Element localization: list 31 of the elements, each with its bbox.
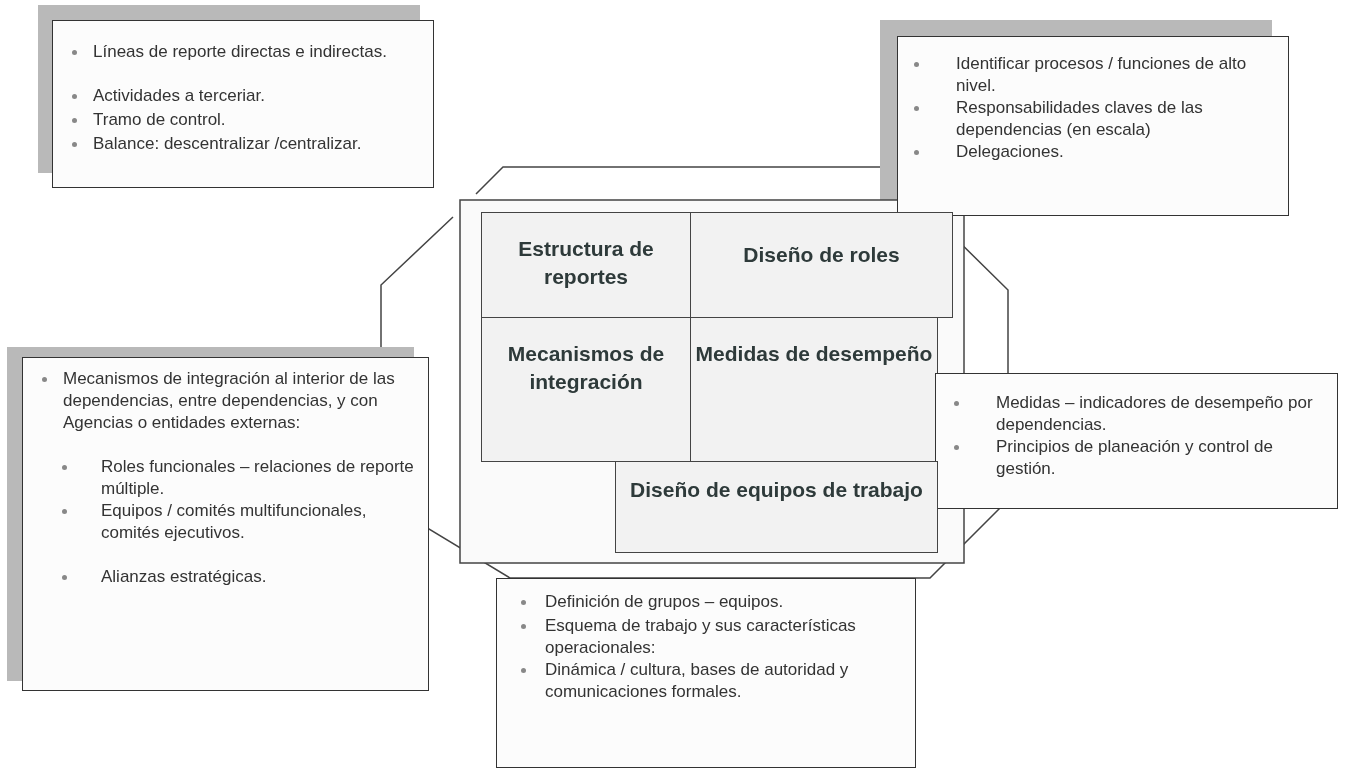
bullet-item: Delegaciones. bbox=[914, 141, 1274, 163]
category-cell bbox=[481, 212, 691, 318]
bullet-item: Esquema de trabajo y sus características operacionales: bbox=[521, 615, 900, 659]
callout-box bbox=[22, 357, 429, 691]
bullet-item: Líneas de reporte directas e indirectas. bbox=[72, 41, 393, 63]
bullet-item: Actividades a terceriar. bbox=[72, 85, 393, 107]
bullet-item: Mecanismos de integración al interior de las dependencias, entre dependencias, y con Agencias o entidades externas: bbox=[42, 368, 429, 434]
bullet-item: Equipos / comités multifuncionales, comités ejecutivos. bbox=[62, 500, 421, 544]
callout-box bbox=[496, 578, 916, 768]
bullet-item: Tramo de control. bbox=[72, 109, 393, 131]
callout-box bbox=[935, 373, 1338, 509]
category-title: Diseño de roles bbox=[743, 242, 900, 268]
bullet-item: Definición de grupos – equipos. bbox=[521, 591, 900, 613]
bullet-item: Dinámica / cultura, bases de autoridad y comunicaciones formales. bbox=[521, 659, 900, 703]
bullet-item: Identificar procesos / funciones de alto nivel. bbox=[914, 53, 1274, 97]
bullet-item: Alianzas estratégicas. bbox=[62, 566, 421, 588]
bullet-item: Roles funcionales – relaciones de reporte múltiple. bbox=[62, 456, 421, 500]
bullet-item: Balance: descentralizar /centralizar. bbox=[72, 133, 393, 155]
category-title: Diseño de equipos de trabajo bbox=[630, 477, 923, 503]
bullet-item: Responsabilidades claves de las dependencias (en escala) bbox=[914, 97, 1274, 141]
bullet-item: Principios de planeación y control de gestión. bbox=[954, 436, 1318, 480]
category-cell bbox=[615, 461, 938, 553]
bullet-item: Medidas – indicadores de desempeño por dependencias. bbox=[954, 392, 1318, 436]
callout-box bbox=[897, 36, 1289, 216]
category-title: Mecanismos de integración bbox=[506, 341, 666, 395]
category-cell bbox=[690, 212, 953, 318]
category-title: Estructura de reportes bbox=[517, 236, 655, 290]
category-cell bbox=[481, 317, 691, 462]
category-cell bbox=[690, 317, 938, 462]
category-title: Medidas de desempeño bbox=[695, 341, 933, 367]
callout-box bbox=[52, 20, 434, 188]
